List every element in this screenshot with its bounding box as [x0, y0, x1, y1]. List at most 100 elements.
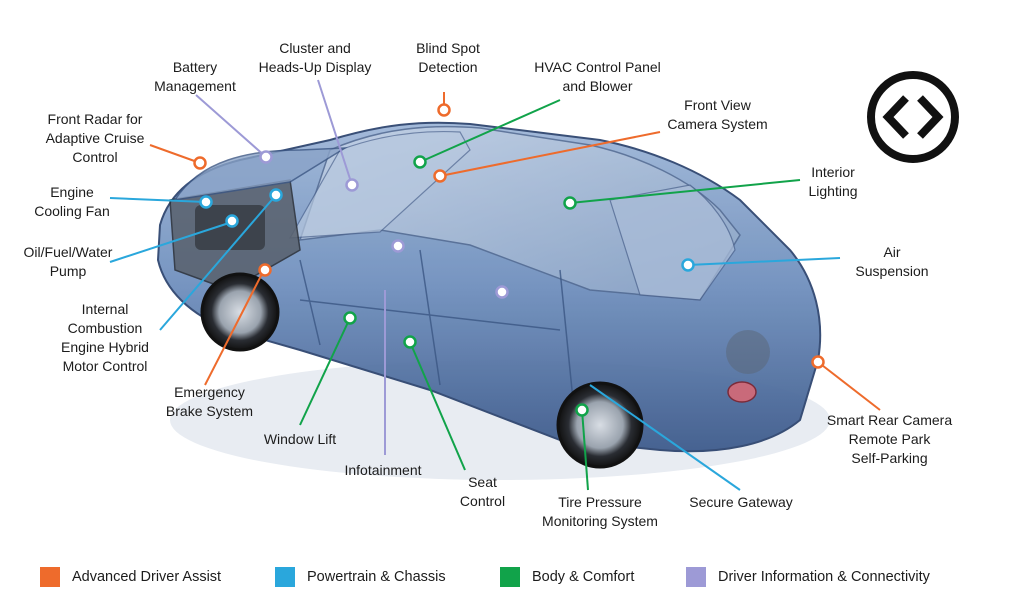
label-line: Brake System: [165, 403, 254, 419]
label-ice-hybrid-motor: Internal Combustion Engine Hybrid Motor …: [45, 300, 165, 376]
markers: [193, 103, 825, 417]
label-blind-spot-detection: Blind Spot Detection: [398, 39, 498, 77]
label-line: Heads-Up Display: [258, 59, 372, 75]
tail-light: [727, 381, 757, 403]
hood: [173, 147, 348, 201]
label-front-radar: Front Radar for Adaptive Cruise Control: [30, 110, 160, 167]
legend-item-body-comfort: Body & Comfort: [500, 566, 634, 588]
label-line: Pump: [49, 263, 87, 279]
label-line: Monitoring System: [542, 513, 658, 529]
legend-item-powertrain: Powertrain & Chassis: [275, 566, 446, 588]
label-line: Motor Control: [62, 358, 148, 374]
engine-block: [195, 205, 265, 250]
rear-window: [609, 184, 736, 301]
marker-front-radar: [193, 156, 207, 170]
label-window-lift: Window Lift: [250, 430, 350, 449]
label-line: Interior: [811, 164, 855, 180]
label-battery-management: Battery Management: [145, 58, 245, 96]
label-emergency-brake: Emergency Brake System: [152, 383, 267, 421]
label-line: Lighting: [808, 183, 858, 199]
label-line: Seat: [468, 474, 497, 490]
leaders-powertrain: [109, 194, 841, 491]
label-engine-cooling-fan: Engine Cooling Fan: [22, 183, 122, 221]
label-seat-control: Seat Control: [445, 473, 520, 511]
leaders-adas: [149, 92, 881, 411]
leaders-body: [299, 99, 801, 491]
label-line: Engine Hybrid: [61, 339, 149, 355]
legend-swatch: [40, 567, 60, 587]
marker-air-suspension: [681, 258, 695, 272]
label-line: Control: [459, 493, 506, 509]
label-tire-pressure: Tire Pressure Monitoring System: [525, 493, 675, 531]
label-hvac: HVAC Control Panel and Blower: [515, 58, 680, 96]
label-line: Front Radar for: [47, 111, 143, 127]
marker-front-view-camera: [433, 169, 447, 183]
legend-item-driver-info: Driver Information & Connectivity: [686, 566, 930, 588]
label-line: Oil/Fuel/Water: [23, 244, 113, 260]
label-line: Self-Parking: [851, 450, 928, 466]
label-line: Engine: [50, 184, 94, 200]
marker-engine-fan: [199, 195, 213, 209]
label-line: Suspension: [855, 263, 929, 279]
marker-oil-pump: [225, 214, 239, 228]
label-line: Camera System: [667, 116, 768, 132]
marker-interior-lighting: [563, 196, 577, 210]
label-line: Cluster and: [279, 40, 351, 56]
label-line: Battery: [172, 59, 218, 75]
label-line: Remote Park: [848, 431, 931, 447]
label-line: Management: [154, 78, 236, 94]
label-line: Secure Gateway: [689, 494, 793, 510]
legend-swatch: [686, 567, 706, 587]
label-line: Front View: [684, 97, 751, 113]
legend-label: Driver Information & Connectivity: [718, 569, 930, 585]
marker-battery: [259, 150, 273, 164]
angle-brackets-icon: [867, 71, 959, 163]
marker-tire-pressure: [575, 403, 589, 417]
marker-blind-spot: [437, 103, 451, 117]
legend-label: Body & Comfort: [532, 569, 635, 585]
marker-secure-gateway: [495, 285, 509, 299]
label-smart-rear-camera: Smart Rear Camera Remote Park Self-Parki…: [812, 411, 967, 468]
label-line: Control: [72, 149, 118, 165]
label-line: Combustion: [67, 320, 143, 336]
label-line: Infotainment: [344, 462, 422, 478]
marker-ice-hybrid: [269, 188, 283, 202]
front-wheel: [200, 272, 280, 352]
label-line: Air: [883, 244, 901, 260]
marker-window-lift: [343, 311, 357, 325]
legend-swatch: [500, 567, 520, 587]
marker-cluster: [345, 178, 359, 192]
label-line: HVAC Control Panel: [534, 59, 661, 75]
marker-infotainment: [391, 239, 405, 253]
label-air-suspension: Air Suspension: [842, 243, 942, 281]
legend-item-adas: Advanced Driver Assist: [40, 566, 221, 588]
logo-badge: [866, 70, 960, 164]
label-front-view-camera: Front View Camera System: [655, 96, 780, 134]
label-cluster-hud: Cluster and Heads-Up Display: [245, 39, 385, 77]
label-line: Window Lift: [263, 431, 337, 447]
label-line: Emergency: [174, 384, 245, 400]
label-line: Tire Pressure: [558, 494, 642, 510]
label-line: and Blower: [562, 78, 633, 94]
label-secure-gateway: Secure Gateway: [676, 493, 806, 512]
marker-rear-camera: [811, 355, 825, 369]
label-line: Blind Spot: [416, 40, 480, 56]
legend-label: Powertrain & Chassis: [307, 569, 446, 585]
leaders-info: [195, 79, 503, 455]
rear-wheel: [556, 381, 644, 469]
marker-hvac: [413, 155, 427, 169]
label-infotainment: Infotainment: [333, 461, 433, 480]
legend-label: Advanced Driver Assist: [72, 569, 222, 585]
label-oil-fuel-water-pump: Oil/Fuel/Water Pump: [8, 243, 128, 281]
label-line: Detection: [418, 59, 478, 75]
label-line: Internal: [81, 301, 129, 317]
door-lines: [299, 249, 576, 421]
label-line: Cooling Fan: [34, 203, 110, 219]
label-line: Adaptive Cruise: [45, 130, 145, 146]
marker-seat-control: [403, 335, 417, 349]
legend-swatch: [275, 567, 295, 587]
label-interior-lighting: Interior Lighting: [788, 163, 878, 201]
label-line: Smart Rear Camera: [826, 412, 953, 428]
